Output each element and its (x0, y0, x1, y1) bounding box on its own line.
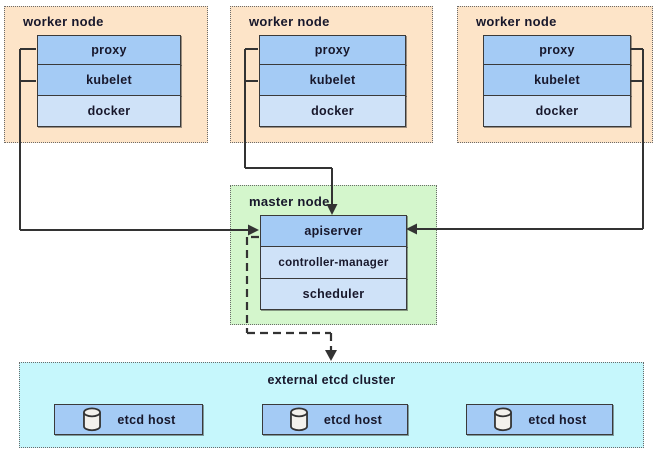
worker-node-1: worker node proxy kubelet docker (4, 6, 208, 143)
worker-node-1-title: worker node (23, 14, 104, 29)
kubelet-box: kubelet (259, 64, 406, 96)
kubelet-box: kubelet (37, 64, 181, 96)
master-node: master node apiserver controller-manager… (230, 185, 437, 325)
worker-node-2: worker node proxy kubelet docker (230, 6, 433, 143)
docker-box: docker (37, 95, 181, 127)
etcd-arrowhead-icon (325, 350, 337, 361)
proxy-box: proxy (37, 35, 181, 65)
docker-box: docker (259, 95, 406, 127)
worker-node-2-components: proxy kubelet docker (259, 35, 406, 127)
etcd-cluster-title: external etcd cluster (267, 373, 396, 387)
etcd-host-label: etcd host (528, 412, 587, 427)
etcd-host-3: etcd host (466, 404, 613, 435)
apiserver-box: apiserver (260, 215, 407, 247)
proxy-box: proxy (259, 35, 406, 65)
database-cylinder-icon (494, 407, 513, 432)
docker-box: docker (483, 95, 631, 127)
etcd-host-label: etcd host (323, 412, 383, 427)
etcd-host-label: etcd host (117, 412, 176, 427)
controller-manager-box: controller-manager (260, 246, 407, 279)
etcd-host-1: etcd host (54, 404, 203, 435)
worker-node-3-components: proxy kubelet docker (483, 35, 631, 127)
database-cylinder-icon (289, 407, 308, 432)
database-cylinder-icon (83, 407, 102, 432)
kubelet-box: kubelet (483, 64, 631, 96)
master-node-components: apiserver controller-manager scheduler (260, 215, 407, 310)
worker-node-1-components: proxy kubelet docker (37, 35, 181, 127)
worker-node-3: worker node proxy kubelet docker (457, 6, 653, 143)
worker-node-3-title: worker node (476, 14, 557, 29)
scheduler-box: scheduler (260, 278, 407, 310)
worker-node-2-title: worker node (249, 14, 330, 29)
master-node-title: master node (249, 194, 330, 209)
external-etcd-cluster: external etcd cluster etcd host etcd hos… (19, 362, 644, 448)
etcd-host-2: etcd host (262, 404, 408, 435)
proxy-box: proxy (483, 35, 631, 65)
